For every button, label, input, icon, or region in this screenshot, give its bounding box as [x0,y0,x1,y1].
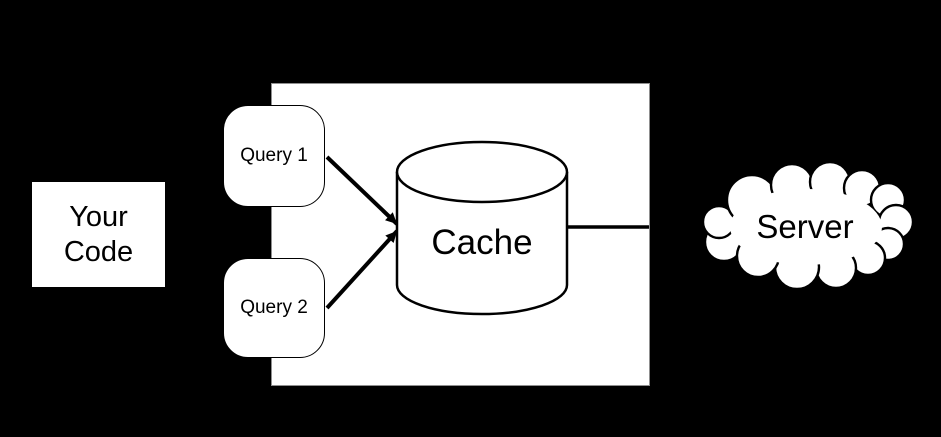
your-code-label: Your Code [63,200,134,268]
query-2-label: Query 2 [240,297,308,318]
query-2-node: Query 2 [223,258,325,358]
server-label: Server [756,208,854,245]
your-code-node: Your Code [32,182,165,287]
query-1-node: Query 1 [223,105,325,207]
cache-label: Cache [431,223,533,262]
query-1-label: Query 1 [240,145,308,166]
